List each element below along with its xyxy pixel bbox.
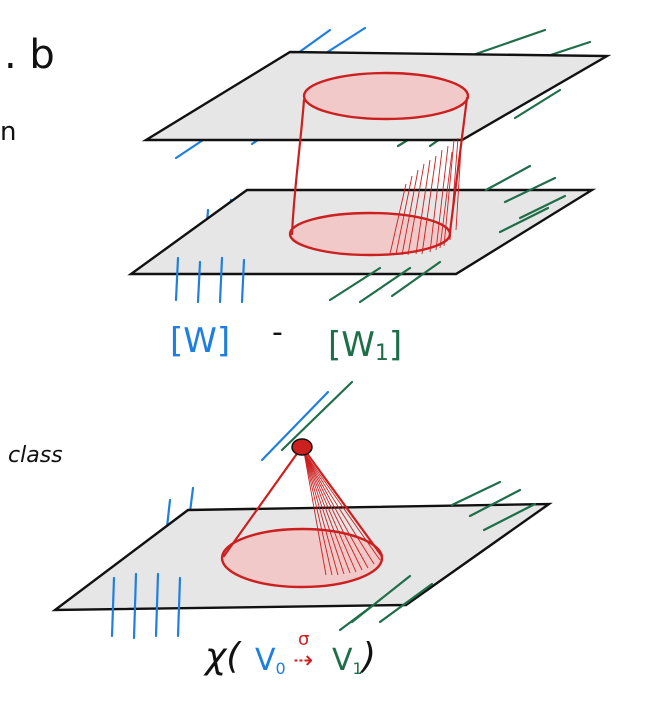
lower-disk	[288, 211, 452, 257]
label-sigma: σ	[298, 629, 309, 650]
cone-base-disk	[220, 527, 384, 589]
green-hatch-lower	[328, 164, 567, 304]
label-arrow: ⇢	[293, 646, 313, 674]
cone-sides	[222, 446, 383, 558]
cylinder-shading	[389, 131, 463, 256]
blue-hatch-bottom	[110, 572, 182, 640]
blue-hatch-lower	[174, 256, 246, 304]
label-chi: χ(	[203, 636, 242, 677]
label-v0: V0	[255, 643, 286, 678]
label-dash: -	[272, 315, 283, 350]
fragment-dot-b: . b	[4, 32, 55, 78]
blue-hatch-cone-top	[260, 390, 330, 462]
cone-apex-point	[291, 438, 313, 456]
cylinder-walls	[290, 96, 469, 236]
label-w1: [W1]	[328, 325, 402, 366]
label-close-paren: )	[359, 636, 376, 677]
label-w: [W]	[170, 321, 230, 361]
green-hatch-cone-top	[280, 380, 354, 452]
label-v1: V1	[332, 643, 363, 678]
green-hatch-bottom	[338, 480, 537, 632]
fragment-class: class	[8, 443, 63, 468]
cone-shading	[303, 451, 381, 576]
upper-disk	[302, 71, 470, 121]
fragment-n: n	[0, 117, 16, 147]
